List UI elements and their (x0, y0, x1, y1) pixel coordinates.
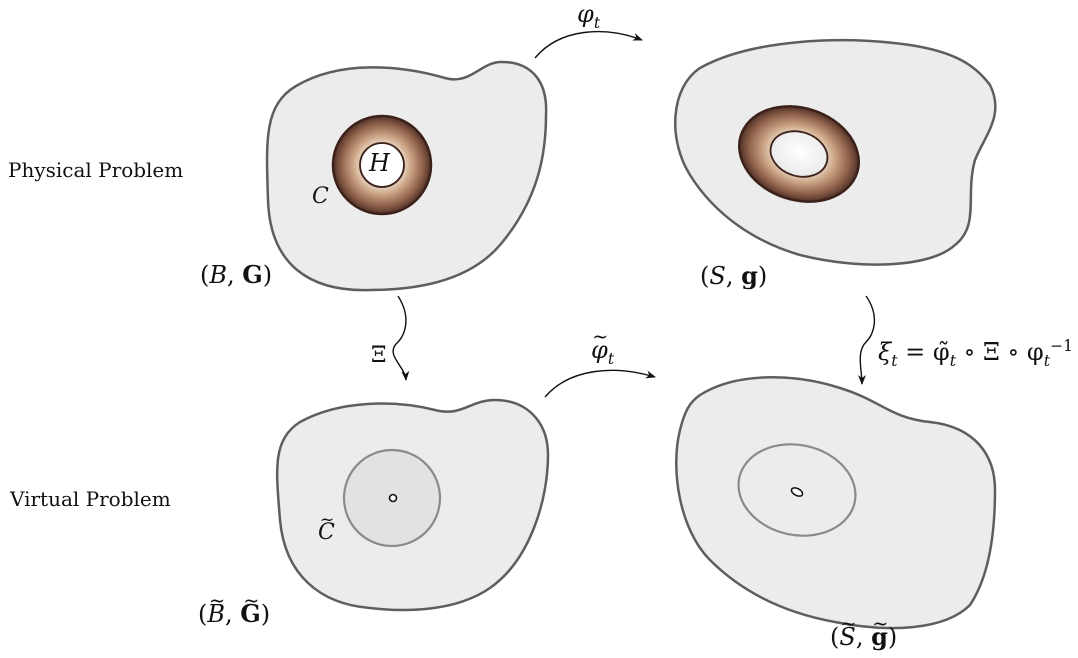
hole-label-H: H (369, 149, 390, 177)
label-S-tilde-g-tilde: (S, g) (830, 625, 897, 650)
arrow-phi-t (534, 31, 643, 59)
deformed-hole-region (769, 130, 829, 178)
label-S-g: (S, g) (700, 261, 768, 290)
virtual-deformed-point (790, 487, 804, 497)
arrow-Xi (392, 295, 410, 381)
virtual-point-hole (388, 493, 398, 503)
map-label-xi-t: ξt = φ̃t ∘ Ξ ∘ φt−1 (878, 337, 1073, 370)
g-upper-tilde: G (240, 602, 261, 626)
map-label-phi-t: φt (577, 0, 601, 32)
map-label-phi-tilde-t: φt (591, 338, 614, 367)
arrow-phi-tilde-t (544, 369, 656, 398)
arrow-xi-t (857, 295, 875, 385)
b-tilde: B (207, 602, 225, 626)
s-tilde: S (839, 625, 855, 649)
core-label-C: C (312, 184, 329, 209)
label-B-tilde-G-tilde: (B, G) (198, 602, 270, 627)
virtual-problem-label: Virtual Problem (10, 487, 171, 511)
g-lower-tilde: g (871, 625, 888, 649)
hole-region-H (359, 142, 405, 188)
map-label-Xi: Ξ (371, 343, 387, 368)
label-B-G: (B, G) (200, 260, 273, 289)
c-tilde: C (318, 522, 335, 544)
physical-problem-label: Physical Problem (8, 158, 184, 182)
phi-tilde: φ (591, 338, 608, 362)
virtual-core-label-C: C (318, 522, 335, 544)
